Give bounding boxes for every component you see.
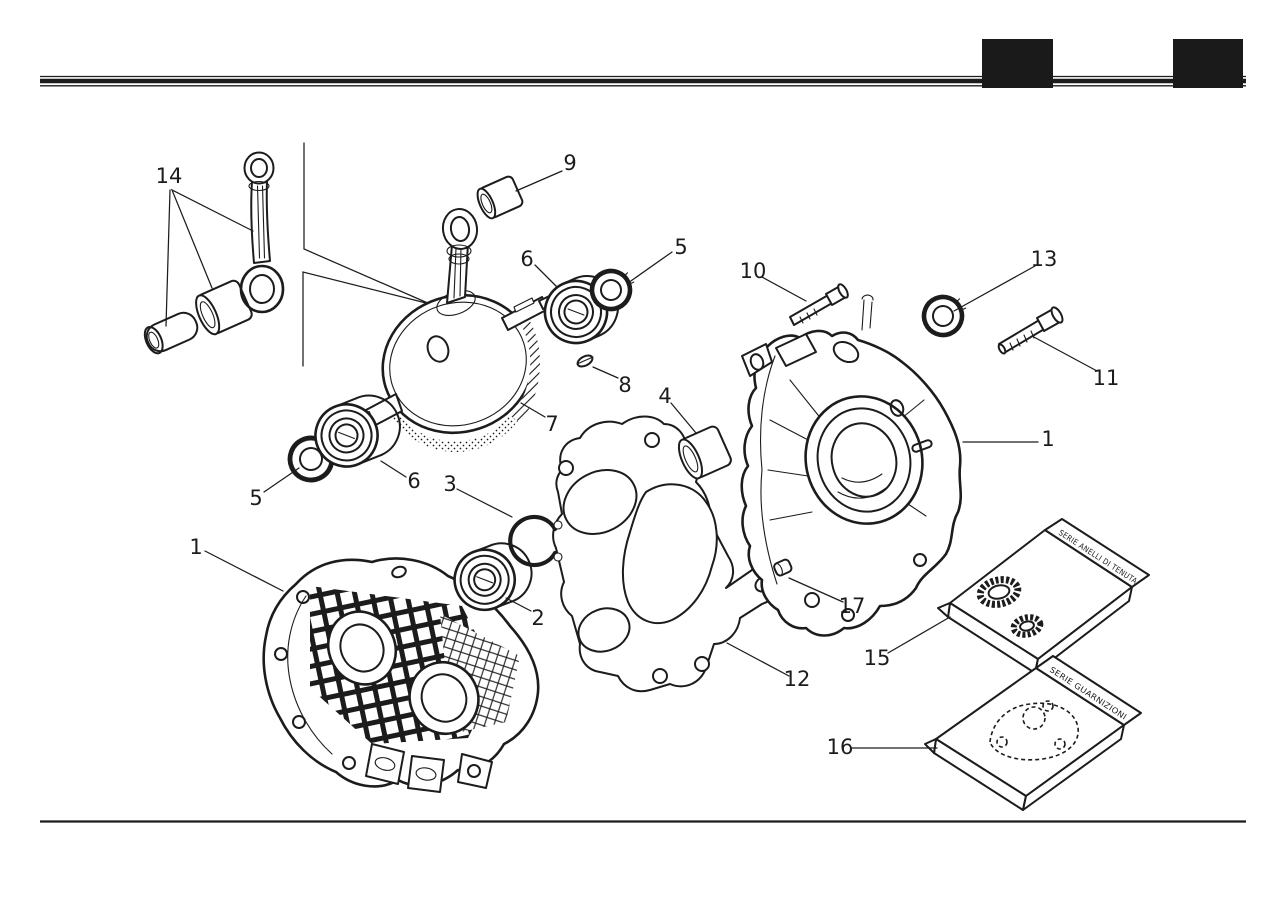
package-label-band [1044,518,1150,588]
gasket-kit-package: SERIE GUARNIZIONI [924,655,1142,811]
connecting-rod [239,151,285,314]
callout-17-dowel: 17 [839,594,866,618]
gasket-content-outline [989,700,1079,761]
piston-pin [143,311,199,355]
crank-web-hatch-texture [510,304,540,422]
seal-kit-package: SERIE ANELLI DI TENUTA [937,518,1150,674]
callout-2-bearing: 2 [531,606,544,630]
callout-1-right-crankcase: 1 [1041,427,1054,451]
crank-bore [326,610,398,686]
main-bearing-bore [804,395,924,525]
ball-bearing-6-left [314,394,401,468]
bottom-lug [365,743,405,785]
gasket-opening-left [562,469,638,535]
crank-right-shaft [501,296,549,331]
dowel-pin [773,558,793,577]
bolt-11 [997,306,1064,355]
circlip [508,514,563,568]
callout-14-conrod-kit: 14 [156,164,183,188]
callout-5-seal-left: 5 [249,486,262,510]
needle-bearing-4 [677,425,732,480]
crankcase-gasket [552,415,782,693]
callout-10-bolt: 10 [740,259,767,283]
stud [861,294,874,331]
callout-15-seal-kit: 15 [864,646,891,670]
bolt-10 [789,283,849,326]
callout-6-bearing-left: 6 [407,469,420,493]
callout-8-woodruff-key: 8 [618,373,631,397]
kit-pointer-bracket [302,142,431,367]
crank-conrod-shaft [446,242,469,304]
woodruff-key [576,354,594,368]
callout-11-bolt: 11 [1093,366,1120,390]
callout-12-gasket: 12 [784,667,811,691]
crankcase-ribs [767,379,927,521]
crank-conrod-small-end [441,208,479,250]
gasket-opening-lower [577,607,631,653]
callout-6-bearing-top: 6 [520,247,533,271]
crankcase-half-left [262,557,540,793]
needle-cage-9 [476,175,524,220]
mount-lug [741,343,773,377]
gasket-opening-center [621,483,718,625]
callout-9-needle-cage: 9 [563,151,576,175]
crankcase-half-right [740,294,963,637]
callout-numbers: 14 9 5 6 10 13 11 8 7 4 1 5 6 3 1 2 12 1… [156,151,1120,759]
callout-16-gasket-kit: 16 [827,735,854,759]
callout-leaders [165,170,1098,749]
callout-13-seal: 13 [1031,247,1058,271]
callout-4-needle-bearing: 4 [658,384,671,408]
callout-1-left-crankcase: 1 [189,535,202,559]
callout-3-circlip: 3 [443,472,456,496]
crank-keyway [513,297,535,313]
crank-web-hole [426,335,450,363]
package-label-band [1035,655,1142,726]
header-rule [40,75,1246,87]
header-tab-block-right [1173,39,1243,88]
ball-bearing-2 [453,542,533,612]
header-tab-block-left [982,39,1053,88]
callout-7-crankshaft: 7 [545,412,558,436]
crank-web-stipple-texture [388,400,524,452]
seal-ring-13 [921,294,967,338]
small-end-needle-cage [195,279,253,336]
callout-5-seal-top: 5 [674,235,687,259]
